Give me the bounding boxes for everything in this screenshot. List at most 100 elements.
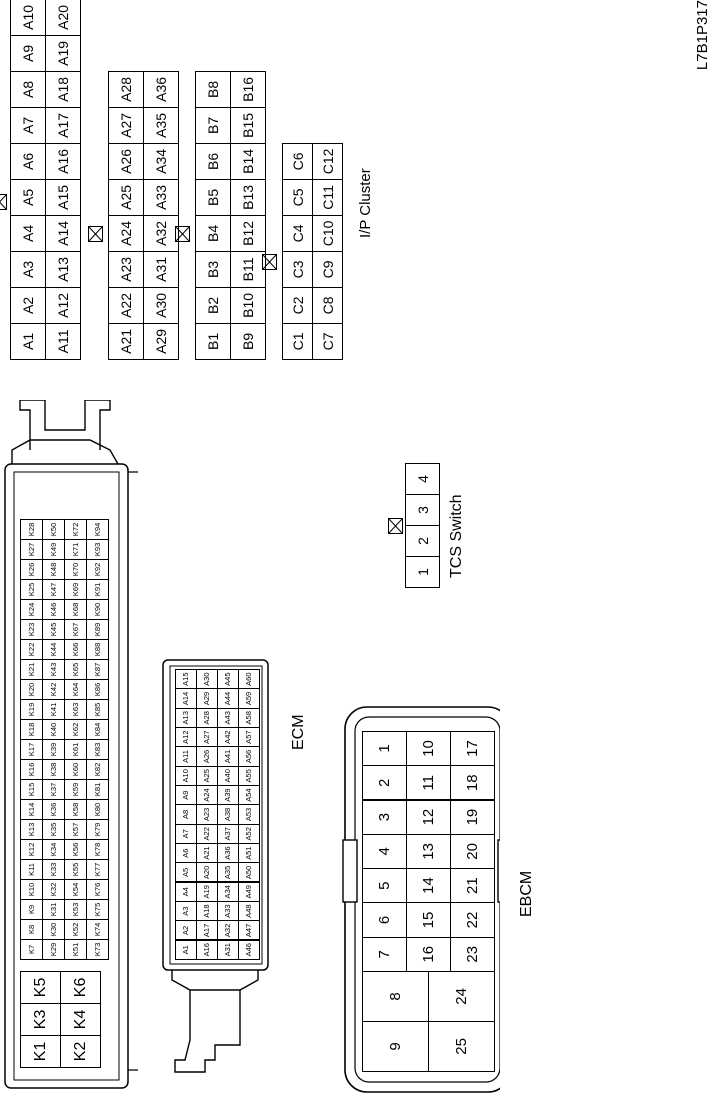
ip-cluster-pin-a19: A19 <box>45 34 82 72</box>
ebcm-pin-4: 4 <box>362 833 408 870</box>
ip-cluster-pin-a5: A5 <box>10 178 47 216</box>
ebcm-pin-23: 23 <box>450 936 496 972</box>
ecm-a-housing <box>162 659 269 1073</box>
ebcm-pin-5: 5 <box>362 867 408 904</box>
ebcm-pin-8: 8 <box>362 970 430 1022</box>
ip-cluster-lock-icon-b <box>175 226 190 242</box>
ip-cluster-lock-icon-c <box>262 254 277 270</box>
ip-cluster-pin-a10: A10 <box>10 0 47 36</box>
ebcm-pin-6: 6 <box>362 902 408 938</box>
ip-cluster-pin-a30: A30 <box>143 286 180 324</box>
ip-cluster-pin-a2: A2 <box>10 286 47 324</box>
ip-cluster-pin-b3: B3 <box>195 250 232 288</box>
ebcm-pin-14: 14 <box>406 867 452 904</box>
ip-cluster-pin-b1: B1 <box>195 322 232 360</box>
ip-cluster-pin-a12: A12 <box>45 286 82 324</box>
ip-cluster-pin-b2: B2 <box>195 286 232 324</box>
ebcm-pin-18: 18 <box>450 765 496 801</box>
ebcm-label: EBCM <box>518 870 535 917</box>
ebcm-pin-13: 13 <box>406 833 452 870</box>
ip-cluster-pin-c2: C2 <box>282 286 314 324</box>
ip-cluster-pin-b12: B12 <box>230 214 267 252</box>
ebcm-pin-9: 9 <box>362 1020 430 1072</box>
ebcm-housing <box>342 706 500 1093</box>
ip-cluster-pin-c8: C8 <box>312 286 344 324</box>
ip-cluster-pin-b10: B10 <box>230 286 267 324</box>
ip-cluster-pin-a18: A18 <box>45 70 82 108</box>
ip-cluster-pin-a21: A21 <box>108 322 145 360</box>
ebcm-pin-3: 3 <box>362 799 408 835</box>
ip-cluster-pin-b15: B15 <box>230 106 267 144</box>
ip-cluster-pin-c4: C4 <box>282 214 314 252</box>
ip-cluster-pin-b9: B9 <box>230 322 267 360</box>
ip-cluster-pin-a4: A4 <box>10 214 47 252</box>
ebcm-pin-17: 17 <box>450 730 496 767</box>
ip-cluster-pin-a11: A11 <box>45 322 82 360</box>
ip-cluster-pin-a36: A36 <box>143 70 180 108</box>
ip-cluster-pin-a8: A8 <box>10 70 47 108</box>
ip-cluster-pin-b7: B7 <box>195 106 232 144</box>
ip-cluster-pin-a33: A33 <box>143 178 180 216</box>
ip-cluster-pin-a25: A25 <box>108 178 145 216</box>
ip-cluster-pin-c9: C9 <box>312 250 344 288</box>
ip-cluster-pin-a31: A31 <box>143 250 180 288</box>
ip-cluster-pin-a27: A27 <box>108 106 145 144</box>
ebcm-pin-12: 12 <box>406 799 452 835</box>
ip-cluster-pin-b14: B14 <box>230 142 267 180</box>
ip-cluster-pin-c5: C5 <box>282 178 314 216</box>
ebcm-pin-21: 21 <box>450 867 496 904</box>
ip-cluster-pin-b16: B16 <box>230 70 267 108</box>
ip-cluster-pin-c10: C10 <box>312 214 344 252</box>
ip-cluster-pin-a9: A9 <box>10 34 47 72</box>
ip-cluster-pin-b6: B6 <box>195 142 232 180</box>
ip-cluster-pin-a16: A16 <box>45 142 82 180</box>
ip-cluster-pin-b11: B11 <box>230 250 267 288</box>
ip-cluster-pin-c3: C3 <box>282 250 314 288</box>
ip-cluster-pin-b5: B5 <box>195 178 232 216</box>
ip-cluster-pin-a34: A34 <box>143 142 180 180</box>
ip-cluster-pin-b13: B13 <box>230 178 267 216</box>
ip-cluster-pin-c7: C7 <box>312 322 344 360</box>
ip-cluster-pin-a35: A35 <box>143 106 180 144</box>
ip-cluster-pin-a6: A6 <box>10 142 47 180</box>
ip-cluster-pin-a22: A22 <box>108 286 145 324</box>
ip-cluster-pin-a15: A15 <box>45 178 82 216</box>
ebcm-pin-11: 11 <box>406 765 452 801</box>
ip-cluster-pin-b4: B4 <box>195 214 232 252</box>
ip-cluster-pin-c11: C11 <box>312 178 344 216</box>
ebcm-pin-10: 10 <box>406 730 452 767</box>
ebcm-pin-20: 20 <box>450 833 496 870</box>
ip-cluster-lock-icon-a2 <box>88 226 103 242</box>
ip-cluster-pin-a3: A3 <box>10 250 47 288</box>
ip-cluster-pin-a1: A1 <box>10 322 47 360</box>
ip-cluster-pin-a7: A7 <box>10 106 47 144</box>
ip-cluster-pin-b8: B8 <box>195 70 232 108</box>
ebcm-pin-16: 16 <box>406 936 452 972</box>
ebcm-pin-25: 25 <box>428 1020 496 1072</box>
ebcm-pin-19: 19 <box>450 799 496 835</box>
ip-cluster-pin-a28: A28 <box>108 70 145 108</box>
ebcm-pin-24: 24 <box>428 970 496 1022</box>
ebcm-pin-7: 7 <box>362 936 408 972</box>
ip-cluster-pin-a14: A14 <box>45 214 82 252</box>
ip-cluster-pin-a17: A17 <box>45 106 82 144</box>
ip-cluster-pin-a29: A29 <box>143 322 180 360</box>
tcs-switch-lock-icon <box>388 518 403 534</box>
ip-cluster-pin-a24: A24 <box>108 214 145 252</box>
ip-cluster-pin-a20: A20 <box>45 0 82 36</box>
ip-cluster-pin-a23: A23 <box>108 250 145 288</box>
ebcm-pin-1: 1 <box>362 730 408 767</box>
ip-cluster-lock-icon-a <box>0 194 7 210</box>
ip-cluster-pin-a13: A13 <box>45 250 82 288</box>
ecm-housing <box>4 400 138 1089</box>
ip-cluster-pin-c6: C6 <box>282 142 314 180</box>
ip-cluster-pin-c1: C1 <box>282 322 314 360</box>
ip-cluster-pin-a26: A26 <box>108 142 145 180</box>
